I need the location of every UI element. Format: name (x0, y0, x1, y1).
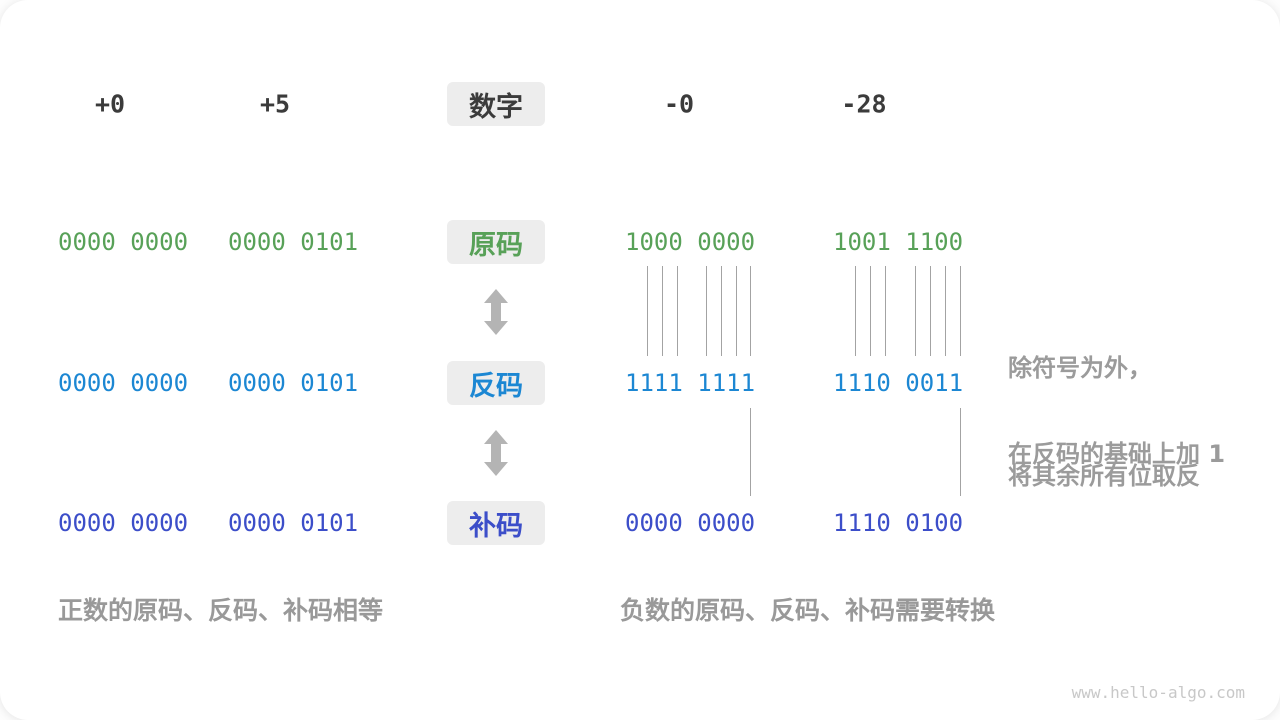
bit-flip-line (915, 266, 916, 356)
binary-value: 0000 0101 (228, 369, 359, 397)
add-one-line (750, 408, 751, 496)
bit-flip-line (662, 266, 663, 356)
binary-value: 0000 0000 (625, 509, 756, 537)
bit-flip-line (736, 266, 737, 356)
number-label-box: 数字 (447, 82, 545, 126)
bit-flip-line (960, 266, 961, 356)
bit-flip-line (930, 266, 931, 356)
row-label-twos-complement: 补码 (447, 501, 545, 545)
annotation-flip-line1: 除符号为外， (1008, 354, 1152, 382)
binary-value: 1001 1100 (833, 228, 964, 256)
caption-positive: 正数的原码、反码、补码相等 (58, 596, 384, 625)
binary-value: 0000 0000 (58, 509, 189, 537)
row-label-sign-magnitude: 原码 (447, 220, 545, 264)
watermark: www.hello-algo.com (1071, 683, 1245, 702)
annotation-add-one: 在反码的基础上加 1 (1008, 440, 1226, 468)
bit-flip-line (721, 266, 722, 356)
row-label: 反码 (469, 370, 523, 402)
double-arrow-icon (483, 430, 509, 476)
column-header-plus0: +0 (94, 89, 126, 119)
row-label: 原码 (469, 229, 523, 261)
binary-value: 0000 0101 (228, 509, 359, 537)
row-label-ones-complement: 反码 (447, 361, 545, 405)
column-header-minus0: -0 (663, 89, 695, 119)
bit-flip-line (647, 266, 648, 356)
binary-value: 1111 1111 (625, 369, 756, 397)
bit-flip-line (677, 266, 678, 356)
bit-flip-line (855, 266, 856, 356)
binary-value: 0000 0000 (58, 369, 189, 397)
bit-flip-line (750, 266, 751, 356)
number-label: 数字 (469, 91, 523, 123)
binary-value: 1110 0100 (833, 509, 964, 537)
caption-negative: 负数的原码、反码、补码需要转换 (620, 596, 996, 625)
row-label: 补码 (469, 510, 523, 542)
bit-flip-line (706, 266, 707, 356)
binary-value: 0000 0000 (58, 228, 189, 256)
binary-value: 0000 0101 (228, 228, 359, 256)
binary-value: 1000 0000 (625, 228, 756, 256)
bit-flip-line (945, 266, 946, 356)
annotation-flip-bits: 除符号为外， 将其余所有位取反 (1008, 278, 1200, 566)
binary-value: 1110 0011 (833, 369, 964, 397)
bit-flip-line (870, 266, 871, 356)
double-arrow-icon (483, 289, 509, 335)
annotation-flip-line2: 将其余所有位取反 (1008, 462, 1200, 490)
column-header-plus5: +5 (259, 89, 291, 119)
column-header-minus28: -28 (841, 89, 887, 119)
bit-flip-line (885, 266, 886, 356)
add-one-line (960, 408, 961, 496)
